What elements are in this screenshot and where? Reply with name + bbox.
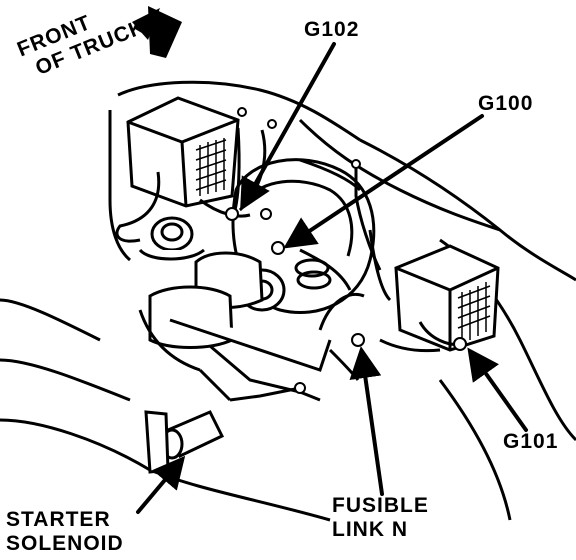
- g102-label: G102: [304, 18, 360, 41]
- g102-callout-arrow-icon: [240, 42, 336, 211]
- fusible-link-callout-arrow-icon: [349, 346, 384, 496]
- horn-accessory: [138, 216, 205, 261]
- left-battery: [126, 96, 240, 208]
- starter-solenoid-line-1: STARTER: [6, 508, 111, 531]
- front-direction-arrow-icon: [132, 6, 182, 58]
- g100-callout-arrow-icon: [283, 114, 484, 249]
- starter-solenoid-callout-arrow-icon: [136, 455, 186, 514]
- fusible-link-label: FUSIBLE LINK N: [332, 494, 429, 542]
- callout-arrows: [136, 42, 528, 514]
- starter-solenoid-label: STARTER SOLENOID: [6, 508, 124, 556]
- ground-points: [225, 107, 467, 394]
- fusible-link-line-2: LINK N: [332, 518, 408, 541]
- g101-callout-arrow-icon: [467, 347, 528, 432]
- starter-solenoid-line-2: SOLENOID: [6, 532, 124, 555]
- g100-label: G100: [478, 92, 534, 115]
- g101-label: G101: [503, 430, 559, 453]
- right-battery: [394, 244, 500, 352]
- fusible-link-line-1: FUSIBLE: [332, 494, 429, 517]
- starter-solenoid-part: [144, 410, 225, 474]
